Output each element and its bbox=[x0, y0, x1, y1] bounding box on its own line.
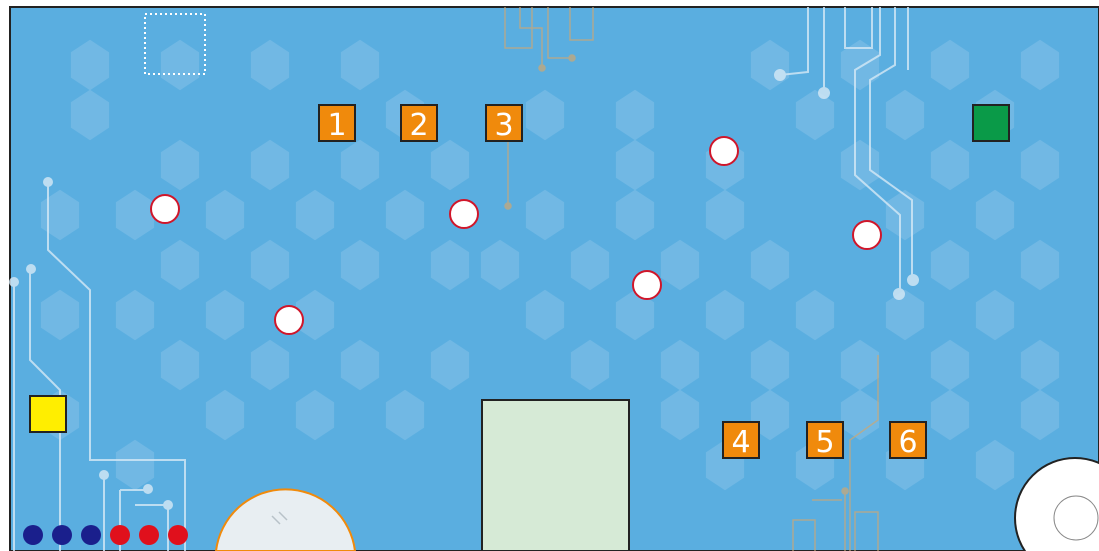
tile-label: 3 bbox=[494, 108, 513, 143]
life-dot-blue bbox=[81, 525, 101, 545]
circuit-node bbox=[44, 178, 52, 186]
tile-label: 4 bbox=[731, 425, 750, 460]
target-circle-3[interactable] bbox=[450, 200, 478, 228]
tile-6[interactable]: 6 bbox=[890, 422, 926, 460]
life-dot-red bbox=[139, 525, 159, 545]
life-dot-red bbox=[168, 525, 188, 545]
circuit-node bbox=[775, 70, 785, 80]
circuit-node bbox=[894, 289, 904, 299]
tile-1[interactable]: 1 bbox=[319, 105, 355, 143]
tile-label: 5 bbox=[815, 425, 834, 460]
circuit-node bbox=[10, 278, 18, 286]
tile-2[interactable]: 2 bbox=[401, 105, 437, 143]
circuit-node bbox=[842, 488, 848, 494]
circuit-node bbox=[569, 55, 575, 61]
start-square[interactable] bbox=[30, 396, 66, 432]
center-panel[interactable] bbox=[482, 400, 629, 551]
target-circle-1[interactable] bbox=[151, 195, 179, 223]
corner-disc-inner bbox=[1054, 496, 1098, 540]
target-circle-4[interactable] bbox=[633, 271, 661, 299]
life-dot-blue bbox=[23, 525, 43, 545]
circuit-node bbox=[819, 88, 829, 98]
goal-square[interactable] bbox=[973, 105, 1009, 141]
target-circle-6[interactable] bbox=[853, 221, 881, 249]
tile-4[interactable]: 4 bbox=[723, 422, 759, 460]
tile-5[interactable]: 5 bbox=[807, 422, 843, 460]
life-dot-blue bbox=[52, 525, 72, 545]
circuit-node bbox=[27, 265, 35, 273]
circuit-node bbox=[100, 471, 108, 479]
tile-label: 6 bbox=[898, 425, 917, 460]
target-circle-5[interactable] bbox=[710, 137, 738, 165]
circuit-node bbox=[505, 203, 511, 209]
circuit-node bbox=[539, 65, 545, 71]
circuit-node bbox=[908, 275, 918, 285]
life-dot-red bbox=[110, 525, 130, 545]
tile-3[interactable]: 3 bbox=[486, 105, 522, 143]
circuit-node bbox=[164, 501, 172, 509]
target-circle-2[interactable] bbox=[275, 306, 303, 334]
tile-label: 2 bbox=[409, 108, 428, 143]
tile-label: 1 bbox=[327, 108, 346, 143]
circuit-node bbox=[144, 485, 152, 493]
